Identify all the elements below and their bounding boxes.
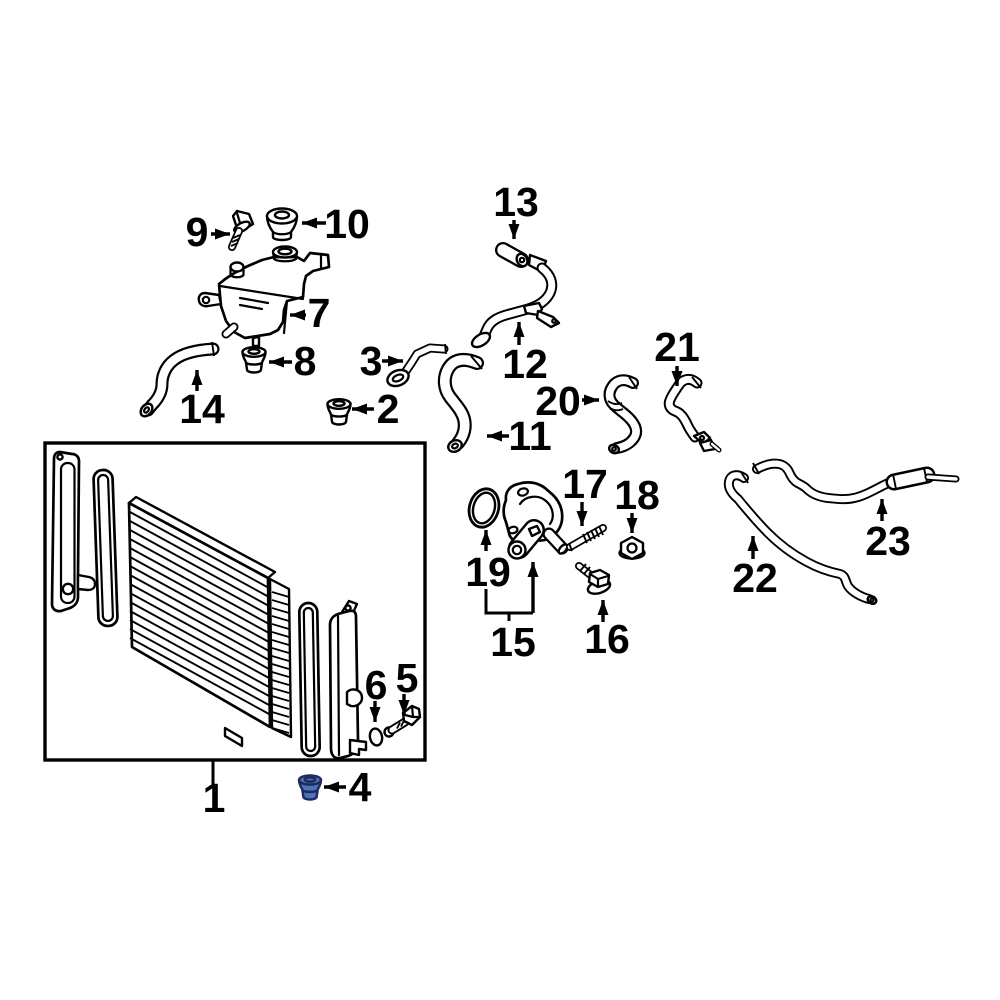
callout-label-13: 13: [493, 179, 539, 225]
radiator-core: [127, 495, 293, 748]
callout-label-9: 9: [186, 209, 209, 255]
callout-label-12: 12: [502, 341, 548, 387]
callout-labels: 1 2 3 4 5 6 7 8 9 10 11 12 13 14 15 16 1…: [179, 179, 911, 821]
callout-label-17: 17: [562, 461, 608, 507]
part-11-hose: [437, 352, 484, 453]
callout-label-7: 7: [308, 290, 331, 336]
part-21-hose: [663, 373, 722, 453]
highlighted-grommet-shape: [297, 774, 323, 801]
callout-label-19: 19: [465, 549, 511, 595]
callout-15-bracket: [484, 589, 533, 621]
callout-label-18: 18: [614, 472, 660, 518]
part-5-drain-cock: [383, 704, 422, 738]
radiator-tank-right: [328, 599, 368, 760]
part-4-radiator-grommet-highlighted: [297, 774, 323, 801]
part-16-bolt: [575, 562, 612, 595]
part-23-hose: [752, 458, 960, 505]
part-19-oring: [467, 487, 501, 529]
callout-label-22: 22: [732, 555, 778, 601]
part-22-hose: [723, 470, 878, 606]
callout-label-14: 14: [179, 386, 225, 432]
callout-label-11: 11: [508, 413, 551, 459]
part-14-hose: [139, 341, 220, 418]
part-10-reservoir-cap: [265, 207, 299, 242]
callout-label-15: 15: [490, 619, 536, 665]
part-15-water-outlet-housing: [502, 481, 569, 560]
callout-label-5: 5: [396, 655, 419, 701]
part-1-radiator-assembly: [43, 441, 427, 762]
part-7-reservoir-tank: [197, 245, 331, 348]
part-6-drain-plug-oring: [368, 727, 384, 747]
callout-label-4: 4: [349, 764, 372, 810]
part-20-hose: [603, 374, 643, 455]
callout-label-20: 20: [535, 378, 581, 424]
callout-label-10: 10: [324, 201, 370, 247]
part-17-stud-bolt: [566, 524, 607, 552]
callout-label-6: 6: [365, 662, 388, 708]
callout-label-21: 21: [654, 324, 700, 370]
callout-arrows: [191, 217, 888, 793]
part-8-grommet: [241, 346, 267, 374]
callout-label-2: 2: [377, 386, 400, 432]
radiator-gasket-left: [92, 468, 119, 628]
callout-label-23: 23: [865, 518, 911, 564]
callout-label-1: 1: [203, 775, 226, 821]
part-2-grommet: [326, 398, 352, 426]
part-12-pipe: [470, 253, 561, 349]
callout-label-3: 3: [360, 338, 383, 384]
radiator-gasket-right: [297, 601, 322, 758]
part-3-bracket: [386, 343, 449, 388]
radiator-side-bracket-left: [50, 450, 97, 613]
part-18-nut: [618, 535, 646, 561]
callout-label-8: 8: [294, 338, 317, 384]
part-13-hose-piece: [495, 242, 529, 268]
callout-label-16: 16: [584, 616, 630, 662]
part-9-bolt: [228, 209, 255, 251]
